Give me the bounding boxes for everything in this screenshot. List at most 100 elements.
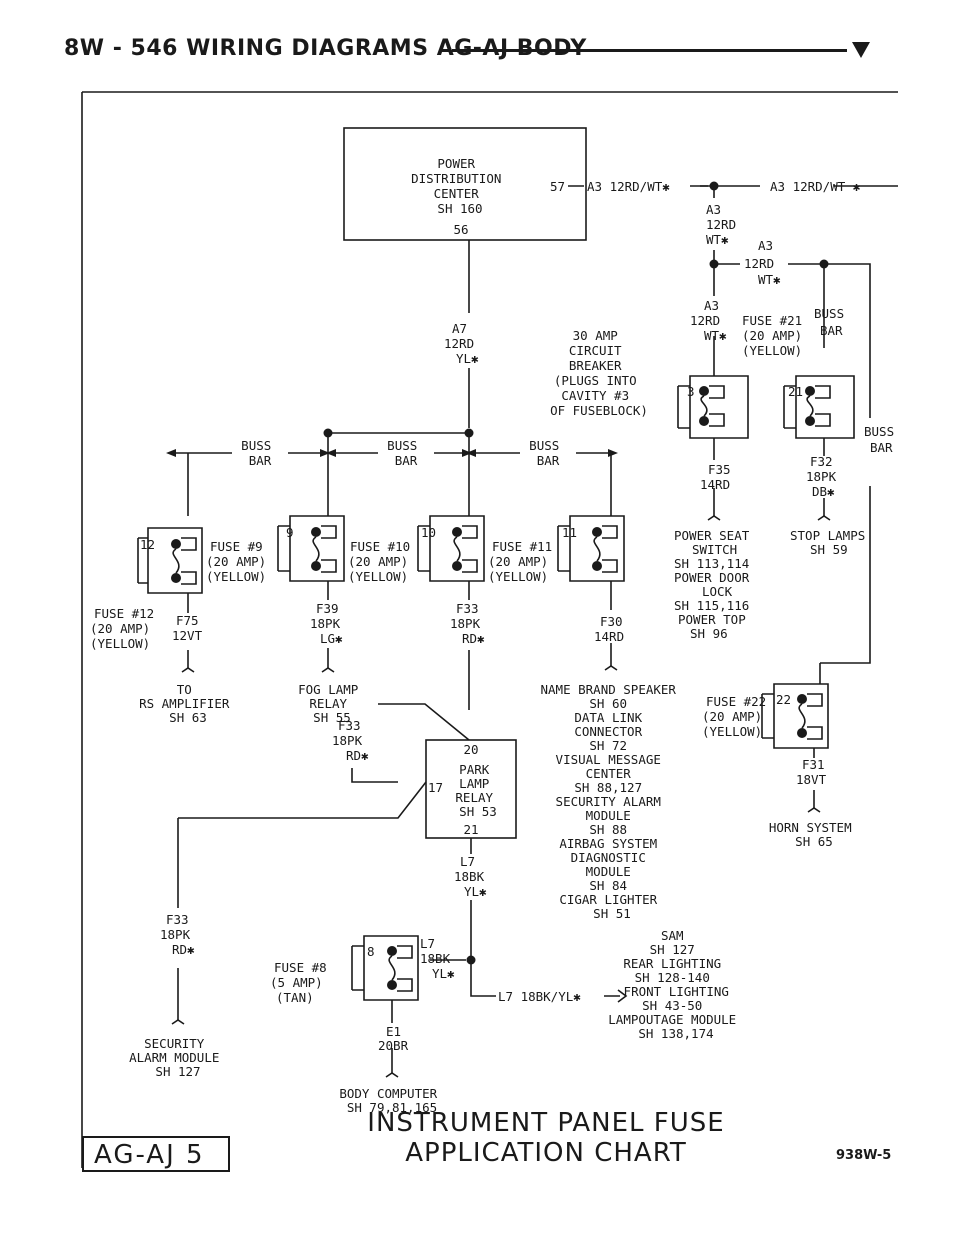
breaker-label: CIRCUIT (569, 343, 622, 358)
fuse-label: (20 AMP) (742, 328, 802, 343)
relay-label: RELAY (455, 790, 493, 805)
fuse-terminal (797, 694, 807, 704)
wire-label: 12RD (706, 217, 736, 232)
pdc-line: SH 160 (437, 201, 482, 216)
fuse-12-number: 12 (140, 537, 155, 552)
wire-label: RD✱ (346, 748, 369, 763)
fuse-9-block: 9 (277, 515, 345, 582)
label-f30: F30 14RD (594, 614, 630, 644)
wire-f31 (813, 663, 821, 808)
buss-label: BUSS (387, 438, 417, 453)
fuse-10-number: 10 (421, 525, 436, 540)
fuse-element (172, 548, 180, 574)
wiring-diagram-canvas: POWER DISTRIBUTION CENTER SH 160 56 57 A… (81, 91, 900, 1168)
label-fog-lamp: FOG LAMP RELAY SH 55 (298, 682, 366, 725)
label-stop-lamps: STOP LAMPS SH 59 (790, 528, 873, 557)
wire-label: 18PK (160, 927, 191, 942)
wire-label: 18VT (796, 772, 827, 787)
label-horn-system: HORN SYSTEM SH 65 (769, 820, 859, 849)
fuse-terminal (171, 539, 181, 549)
fuse-terminal (311, 527, 321, 537)
buss-label: BUSS (864, 424, 894, 439)
ground-f35 (707, 515, 721, 521)
fuse-terminal (387, 980, 397, 990)
label-buss-bar-3: BUSS BAR (529, 438, 567, 468)
wire-label: RD✱ (172, 942, 195, 957)
label-f33-b: F33 18PK RD✱ (332, 718, 370, 763)
dest-label: SH 138,174 (638, 1026, 713, 1041)
connector-arrow-icon (617, 989, 628, 1003)
wire-label: 14RD (594, 629, 624, 644)
diagram-title-line: INSTRUMENT PANEL FUSE (367, 1108, 725, 1138)
diagram-title: INSTRUMENT PANEL FUSE APPLICATION CHART (296, 1108, 796, 1168)
label-fuse-12: FUSE #12 (20 AMP) (YELLOW) (90, 606, 162, 651)
fuse-terminal (311, 561, 321, 571)
dest-label: FOG LAMP (298, 682, 358, 697)
wire-label: F32 (810, 454, 833, 469)
fuse-label: FUSE #21 (742, 313, 802, 328)
diagram-title-line: APPLICATION CHART (405, 1138, 687, 1168)
wire-label: DB✱ (812, 484, 835, 499)
dest-label: SECURITY (144, 1036, 205, 1051)
fuse-housing (557, 515, 625, 582)
dest-label: SECURITY ALARM (556, 794, 661, 809)
fuse-housing (137, 527, 203, 594)
pdc-pin-56: 56 (453, 222, 468, 237)
fuse-12-block: 12 (137, 527, 203, 594)
fuse-housing (351, 935, 419, 1001)
fuse-housing (417, 515, 485, 582)
ground-f30 (604, 665, 618, 671)
dest-label: SH 113,114 (674, 556, 749, 571)
fuse-label: (20 AMP) (702, 709, 762, 724)
breaker-label: CAVITY #3 (561, 388, 629, 403)
wire-label: 12RD (744, 256, 774, 271)
fuse-element (806, 395, 814, 417)
wire-label: 12RD (444, 336, 474, 351)
fuse-8-number: 8 (367, 944, 375, 959)
label-rs-amplifier: TO RS AMPLIFIER SH 63 (139, 682, 237, 725)
header-rule (452, 49, 847, 52)
wire-buss-risers (327, 433, 470, 453)
dest-label: NAME BRAND SPEAKER (541, 682, 677, 697)
wire-security-feed (177, 781, 427, 1020)
label-buss-bar-1: BUSS BAR (241, 438, 279, 468)
fuse-label: (20 AMP) (488, 554, 548, 569)
wire-label: F75 (176, 613, 199, 628)
label-power-seat: POWER SEAT SWITCH SH 113,114 POWER DOOR … (674, 528, 757, 641)
label-buss-bar-right: BUSS BAR (864, 424, 900, 455)
label-buss-bar-2: BUSS BAR (387, 438, 425, 468)
fuse-housing (783, 375, 855, 439)
fuse-label: (YELLOW) (348, 569, 408, 584)
wire-label: 18PK (806, 469, 837, 484)
dest-label: SH 79,81,165 (347, 1100, 437, 1115)
wire-label: 12RD (690, 313, 720, 328)
label-sam: SAM SH 127 REAR LIGHTING SH 128-140 FRON… (608, 928, 743, 1041)
label-security-alarm: SECURITY ALARM MODULE SH 127 (129, 1036, 227, 1079)
fuse-label: (YELLOW) (206, 569, 266, 584)
ground-f32 (817, 515, 831, 521)
breaker-label: 30 AMP (573, 328, 618, 343)
wire-label: F31 (802, 757, 825, 772)
ground-f31 (807, 807, 821, 813)
wire-label: E1 (386, 1024, 401, 1039)
relay-label: PARK (459, 762, 490, 777)
fuse-label: FUSE #22 (706, 694, 766, 709)
park-lamp-relay-label: PARK LAMP RELAY SH 53 (455, 762, 500, 819)
wire-label: F33 (338, 718, 361, 733)
fuse-9-number: 9 (286, 525, 294, 540)
ground-f75 (181, 667, 195, 673)
fuse-clip (181, 537, 197, 585)
label-name-brand-speaker: NAME BRAND SPEAKER SH 60 DATA LINK CONNE… (541, 682, 684, 921)
fuse-element (453, 536, 461, 562)
power-distribution-center-box (343, 127, 587, 241)
fuse-label: (YELLOW) (90, 636, 150, 651)
dest-label: REAR LIGHTING (623, 956, 721, 971)
fuse-label: FUSE #12 (94, 606, 154, 621)
label-f75: F75 12VT (172, 613, 206, 643)
dest-label: SH 96 (690, 626, 728, 641)
wire-label: 18BK (454, 869, 485, 884)
fuse-terminal (171, 573, 181, 583)
wire-f33-to-relay (378, 703, 470, 741)
dest-label: SH 65 (795, 834, 833, 849)
fuse-clip (815, 385, 831, 427)
